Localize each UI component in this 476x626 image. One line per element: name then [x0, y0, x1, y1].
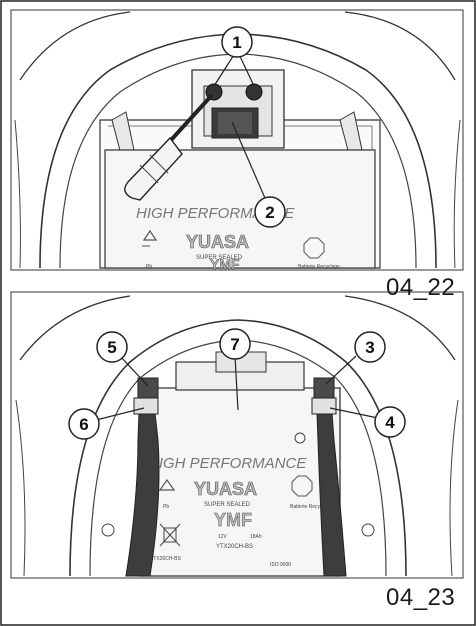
recycling-octagon-icon	[303, 237, 325, 259]
svg-text:Pb: Pb	[146, 264, 152, 270]
figure-caption: 04_23	[386, 584, 456, 611]
callout-2: 2	[254, 196, 286, 228]
callout-7: 7	[219, 328, 251, 360]
figure-04-23: HIGH PERFORMANCE YUASA SUPER SEALED YMF …	[10, 291, 464, 579]
svg-text:6: 6	[79, 415, 88, 434]
svg-text:1: 1	[232, 33, 241, 52]
battery-model: YMF	[214, 510, 252, 530]
svg-text:Pb: Pb	[163, 504, 169, 510]
recycle-icon	[158, 478, 176, 491]
svg-text:ISO 9000: ISO 9000	[270, 562, 291, 568]
screw-right	[245, 83, 263, 101]
callout-5: 5	[96, 331, 128, 363]
figure-04-22: HIGH PERFORMANCE YUASA SUPER SEALED YMF …	[10, 9, 464, 272]
recycling-octagon-icon	[291, 475, 313, 497]
svg-text:5: 5	[107, 338, 116, 357]
battery-label: HIGH PERFORMANCE	[148, 455, 307, 472]
svg-text:7: 7	[230, 335, 239, 354]
figure-caption: 04_22	[386, 274, 456, 301]
svg-text:12V: 12V	[218, 534, 228, 540]
svg-text:3: 3	[365, 338, 374, 357]
svg-text:YTX20CH-BS: YTX20CH-BS	[150, 556, 182, 562]
callout-3: 3	[354, 331, 386, 363]
crossed-bin-icon	[159, 523, 181, 547]
svg-text:18Ah: 18Ah	[250, 534, 262, 540]
screwdriver-icon	[124, 93, 214, 201]
callout-6: 6	[68, 408, 100, 440]
battery-brand: YUASA	[186, 232, 249, 252]
battery-model: YMF	[210, 256, 240, 272]
battery-subtitle: SUPER SEALED	[196, 255, 243, 261]
svg-text:YTX20CH-BS: YTX20CH-BS	[216, 544, 253, 550]
battery-brand: YUASA	[194, 479, 257, 499]
left-battery-cable	[125, 377, 160, 577]
right-battery-cable	[311, 377, 347, 577]
callout-1: 1	[221, 26, 253, 58]
svg-text:4: 4	[385, 413, 395, 432]
svg-text:Batterie Recyclage: Batterie Recyclage	[290, 504, 332, 510]
svg-text:Batterie Recyclage: Batterie Recyclage	[298, 264, 340, 270]
svg-text:2: 2	[265, 203, 274, 222]
recycle-icon	[142, 229, 158, 247]
svg-text:SUPER SEALED: SUPER SEALED	[204, 502, 251, 508]
callout-4: 4	[374, 406, 406, 438]
